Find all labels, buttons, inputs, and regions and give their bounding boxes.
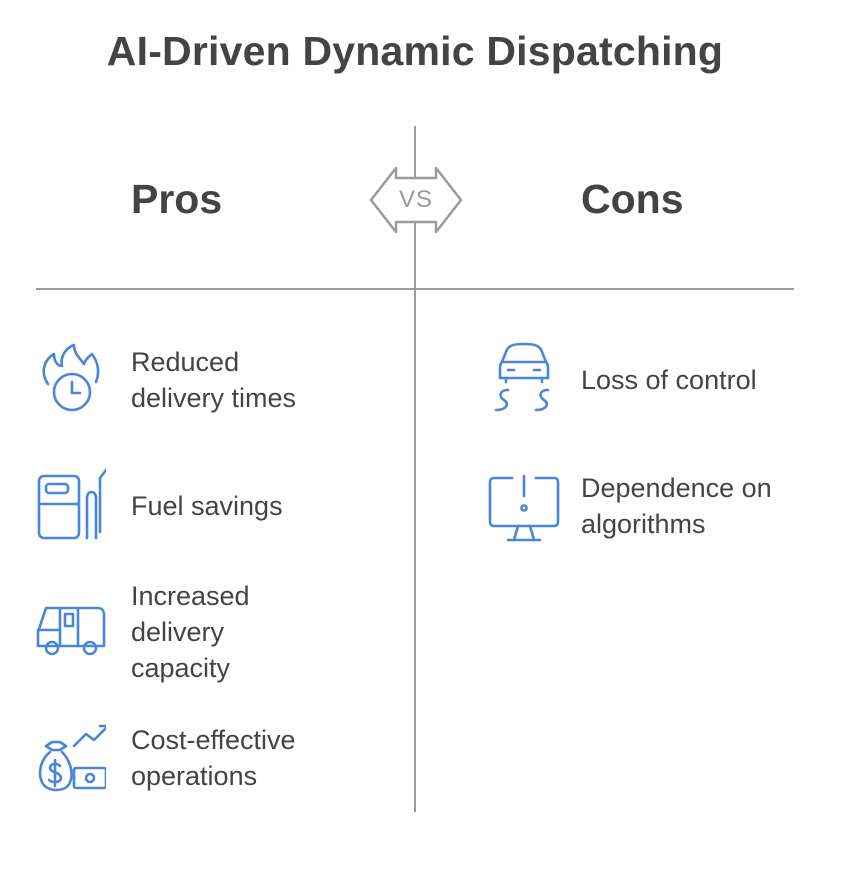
vertical-divider <box>414 126 416 812</box>
pros-item-fuel-savings: Fuel savings <box>131 491 283 521</box>
fuel-pump-icon <box>37 468 106 540</box>
skidding-car-icon <box>494 342 550 412</box>
fire-clock-icon <box>42 343 100 412</box>
pros-heading: Pros <box>131 176 223 222</box>
cons-item-loss-of-control: Loss of control <box>581 365 757 395</box>
money-growth-icon <box>38 724 106 792</box>
vs-label: VS <box>398 186 433 213</box>
cons-heading: Cons <box>581 176 684 222</box>
cons-item-dependence-on-algorithms: Dependence on algorithms <box>581 473 772 539</box>
monitor-alert-icon <box>488 474 560 542</box>
delivery-van-icon <box>36 606 106 656</box>
pros-item-reduced-delivery-times: Reduced delivery times <box>131 347 297 413</box>
horizontal-divider <box>36 288 794 290</box>
page-title: AI-Driven Dynamic Dispatching <box>106 28 724 74</box>
pros-item-increased-delivery-capacity: Increased delivery capacity <box>131 581 250 683</box>
pros-item-cost-effective-operations: Cost-effective operations <box>131 725 296 791</box>
vs-arrow-icon <box>369 166 463 234</box>
